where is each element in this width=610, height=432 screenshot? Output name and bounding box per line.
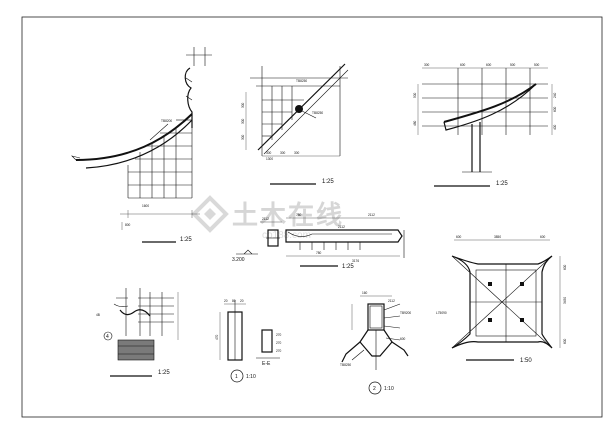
beam-elevation-scale: 1:25 xyxy=(342,264,354,270)
svg-text:600: 600 xyxy=(400,337,406,341)
corner-plan-scale: 1:25 xyxy=(322,179,334,185)
svg-text:3450: 3450 xyxy=(563,297,567,304)
svg-text:300: 300 xyxy=(294,151,300,155)
roof-plan-view: 600 3850 600 600 3450 600 L75090 1:50 xyxy=(436,235,567,364)
svg-text:600: 600 xyxy=(553,106,557,112)
section-ee-view: 20 80 20 470 270 270 270 E-E 1 1:10 xyxy=(215,299,282,383)
beam-elevation-view: 2112 780 2112 2112 780 3176 3.200 1:25 xyxy=(232,213,405,270)
eave-dim-1: 800 xyxy=(125,223,131,227)
svg-text:780: 780 xyxy=(316,251,322,255)
section-ee-title: E-E xyxy=(262,361,271,367)
svg-text:2112: 2112 xyxy=(262,217,269,221)
svg-text:600: 600 xyxy=(460,63,466,67)
svg-text:TB8250: TB8250 xyxy=(340,363,351,367)
roof-posts xyxy=(488,282,524,322)
svg-text:240: 240 xyxy=(553,92,557,98)
svg-text:300: 300 xyxy=(241,134,245,140)
post-detail-scale: 1:10 xyxy=(384,386,394,392)
svg-text:2112: 2112 xyxy=(388,299,395,303)
svg-text:2: 2 xyxy=(373,386,376,392)
corner-top-note: TB8250 xyxy=(296,79,307,83)
svg-text:270: 270 xyxy=(276,349,282,353)
svg-text:600: 600 xyxy=(456,235,462,239)
beam-ticks xyxy=(299,242,361,250)
svg-text:500: 500 xyxy=(510,63,516,67)
column-base-note: 4B xyxy=(96,313,100,317)
svg-text:500: 500 xyxy=(534,63,540,67)
svg-text:2112: 2112 xyxy=(338,225,345,229)
post-node-icon xyxy=(295,105,303,113)
svg-text:1: 1 xyxy=(235,374,238,380)
post-detail-view: 160 2112 TB9200 600 TB8250 2 1:10 xyxy=(340,291,411,395)
svg-text:480: 480 xyxy=(413,120,417,126)
eave-leader-note: TB8200 xyxy=(161,119,172,123)
svg-text:300: 300 xyxy=(266,151,272,155)
svg-text:TB9200: TB9200 xyxy=(400,311,411,315)
sheet-border xyxy=(21,16,603,418)
svg-text:20: 20 xyxy=(240,299,244,303)
svg-text:270: 270 xyxy=(276,341,282,345)
svg-text:300: 300 xyxy=(241,102,245,108)
corner-plan-view: TB8250 TB8250 300 300 300 300 300 300 13… xyxy=(241,63,349,185)
section-ee-scale: 1:10 xyxy=(246,374,256,380)
svg-text:780: 780 xyxy=(296,213,302,217)
svg-text:500: 500 xyxy=(413,92,417,98)
svg-text:20: 20 xyxy=(224,299,228,303)
beam-elevation-level: 3.200 xyxy=(232,257,245,263)
eave-section-view: TB8200 1600 800 1:25 xyxy=(71,47,212,243)
svg-text:3176: 3176 xyxy=(352,259,359,263)
eave-section-scale: 1:25 xyxy=(180,237,192,243)
svg-text:300: 300 xyxy=(280,151,286,155)
section-ee-marker-icon xyxy=(230,369,244,383)
roof-plan-scale: 1:50 xyxy=(520,358,532,364)
footing-hatch xyxy=(117,339,155,361)
svg-text:600: 600 xyxy=(563,264,567,270)
corner-left-dims: 300 300 300 xyxy=(241,92,247,150)
svg-text:300: 300 xyxy=(424,63,430,67)
svg-text:470: 470 xyxy=(215,334,219,340)
svg-text:600: 600 xyxy=(540,235,546,239)
corner-elevation-view: 300 600 600 500 500 500 480 240 600 400 xyxy=(413,63,557,187)
tile-grid xyxy=(127,112,193,199)
watermark-text: 土木在线 xyxy=(232,200,344,230)
rafter-lines xyxy=(262,86,304,140)
elevation-grid xyxy=(422,68,548,135)
corner-bottom-dims: 300 300 300 1300 xyxy=(262,151,340,161)
watermark-logo-icon xyxy=(191,195,229,233)
svg-text:160: 160 xyxy=(362,291,368,295)
svg-text:600: 600 xyxy=(486,63,492,67)
svg-text:4: 4 xyxy=(106,334,109,340)
svg-text:400: 400 xyxy=(553,124,557,130)
svg-text:1300: 1300 xyxy=(266,157,273,161)
corner-elevation-scale: 1:25 xyxy=(496,181,508,187)
post-detail-marker-icon xyxy=(368,381,382,395)
post-detail-leaders xyxy=(351,303,401,361)
column-base-scale: 1:25 xyxy=(158,370,170,376)
svg-text:3850: 3850 xyxy=(494,235,501,239)
svg-text:600: 600 xyxy=(563,338,567,344)
svg-text:300: 300 xyxy=(241,118,245,124)
eave-dim-0: 1600 xyxy=(142,204,149,208)
roof-plan-note: L75090 xyxy=(436,311,447,315)
column-base-marker-icon xyxy=(103,331,113,341)
svg-text:2112: 2112 xyxy=(368,213,375,217)
column-base-view: 4 4B 1:25 xyxy=(96,288,179,377)
corner-note: TB8250 xyxy=(312,111,323,115)
svg-text:80: 80 xyxy=(232,299,236,303)
base-grid xyxy=(138,292,174,336)
watermark: 土木在线 co188.com xyxy=(191,195,344,241)
svg-text:270: 270 xyxy=(276,333,282,337)
